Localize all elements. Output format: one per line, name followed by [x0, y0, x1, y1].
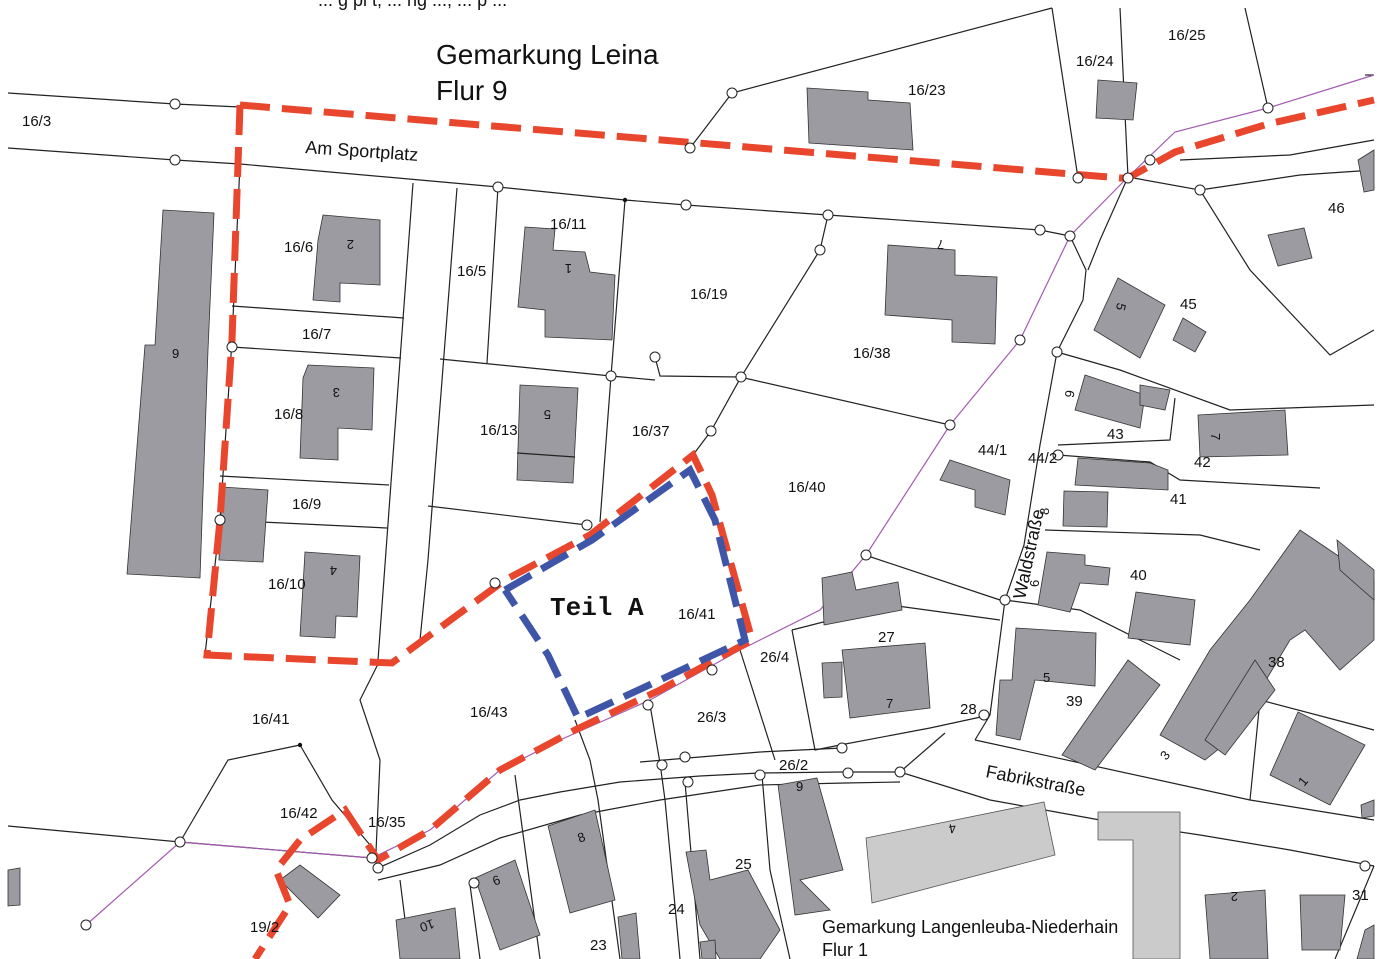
- parcel-43: 43: [1107, 426, 1124, 443]
- house-number: 4: [330, 563, 337, 578]
- parcel-16-5: 16/5: [457, 263, 486, 280]
- parcel-16-10: 16/10: [268, 576, 306, 593]
- parcel-16-23: 16/23: [908, 82, 946, 99]
- street-fabrikstrasse: Fabrikstraße: [984, 761, 1087, 800]
- house-number: 1: [1295, 774, 1311, 789]
- house-number: 10: [418, 916, 437, 935]
- parcel-26-3: 26/3: [697, 709, 726, 726]
- house-number: 8: [575, 829, 587, 846]
- parcel-31: 31: [1352, 887, 1369, 904]
- parcel-16-25: 16/25: [1168, 27, 1206, 44]
- parcel-16-43: 16/43: [470, 704, 508, 721]
- house-number: 7: [937, 237, 944, 252]
- parcel-44-1: 44/1: [978, 442, 1007, 459]
- street-am-sportplatz: Am Sportplatz: [305, 137, 419, 165]
- house-number: 3: [333, 385, 340, 400]
- parcel-16-6: 16/6: [284, 239, 313, 256]
- parcel-16-38: 16/38: [853, 345, 891, 362]
- house-number: 9: [1062, 389, 1078, 399]
- parcel-16-8: 16/8: [274, 406, 303, 423]
- parcel-16-42: 16/42: [280, 805, 318, 822]
- parcel-16-19: 16/19: [690, 286, 728, 303]
- parcel-16-13: 16/13: [480, 422, 518, 439]
- survey-points: [80, 87, 1371, 931]
- house-number: 7: [886, 696, 893, 711]
- house-number: 5: [544, 407, 551, 422]
- parcel-26-2: 26/2: [779, 757, 808, 774]
- header-cut-text: ... g pl t, ... ng ..., ... p ...: [318, 0, 507, 10]
- parcel-44-2: 44/2: [1028, 450, 1057, 467]
- house-number: 3: [1157, 748, 1173, 763]
- house-number: 2: [347, 237, 354, 252]
- house-number: 4: [948, 821, 958, 837]
- house-number: 7: [1208, 433, 1223, 440]
- house-number: 9: [796, 779, 803, 794]
- parcel-42: 42: [1194, 454, 1211, 471]
- parcel-16-11: 16/11: [550, 216, 586, 233]
- parcel-16-24: 16/24: [1076, 53, 1114, 70]
- house-number: 6: [490, 872, 502, 889]
- house-number: 2: [1231, 889, 1238, 904]
- parcel-28: 28: [960, 701, 977, 718]
- gemarkung-bottom-line2: Flur 1: [822, 940, 868, 959]
- parcel-16-41-teil: 16/41: [678, 606, 716, 623]
- parcel-27: 27: [878, 629, 895, 646]
- parcel-16-35: 16/35: [368, 814, 406, 831]
- house-number: 1: [565, 261, 572, 276]
- parcel-38: 38: [1268, 654, 1285, 671]
- buildings: [7, 79, 1375, 959]
- parcel-39: 39: [1066, 693, 1083, 710]
- house-number: 5: [1043, 670, 1050, 685]
- gemarkung-top-line1: Gemarkung Leina: [436, 39, 659, 70]
- parcel-46: 46: [1328, 200, 1345, 217]
- parcel-25: 25: [735, 856, 752, 873]
- parcel-23: 23: [590, 937, 607, 954]
- gemarkung-top-line2: Flur 9: [436, 75, 508, 106]
- house-number: 5: [1113, 301, 1129, 312]
- house-number: 8: [1037, 508, 1052, 515]
- parcel-16-40: 16/40: [788, 479, 826, 496]
- parcel-16-37: 16/37: [632, 423, 670, 440]
- house-number: 6: [1027, 580, 1042, 587]
- parcel-16-41: 16/41: [252, 711, 290, 728]
- parcel-16-3: 16/3: [22, 113, 51, 130]
- gemarkung-bottom-line1: Gemarkung Langenleuba-Niederhain: [822, 917, 1118, 937]
- parcel-40: 40: [1130, 567, 1147, 584]
- parcel-19-2: 19/2: [250, 919, 279, 936]
- plan-area-boundary-red: [203, 96, 1375, 959]
- teil-a-boundary-blue: [502, 464, 750, 723]
- parcel-41: 41: [1170, 491, 1187, 508]
- parcel-24: 24: [668, 901, 685, 918]
- parcel-45: 45: [1180, 296, 1197, 313]
- parcel-16-9: 16/9: [292, 496, 321, 513]
- teil-a-label: Teil A: [550, 593, 644, 623]
- parcel-26-4: 26/4: [760, 649, 789, 666]
- parcel-16-7: 16/7: [302, 326, 331, 343]
- house-number: 9: [172, 346, 179, 361]
